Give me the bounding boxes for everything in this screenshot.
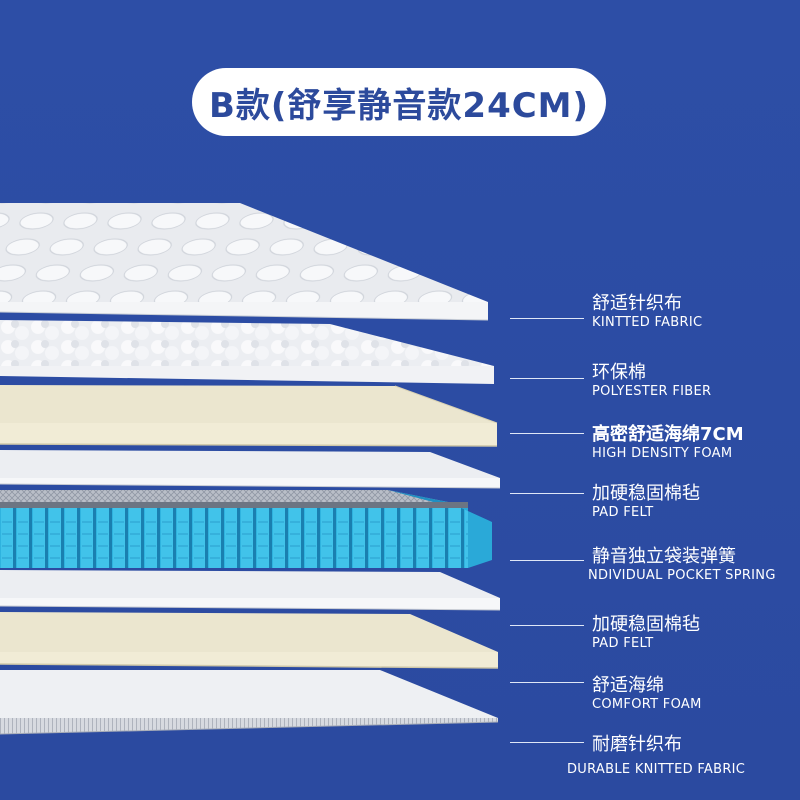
layer-name-cn: 舒适海绵 — [592, 675, 664, 696]
leader-line — [510, 433, 584, 434]
layer-name-en: COMFORT FOAM — [592, 697, 702, 712]
title-pill: B款(舒享静音款24CM) — [192, 68, 606, 136]
layer-name-en: DURABLE KNITTED FABRIC — [567, 762, 746, 777]
layer-name-en: PAD FELT — [592, 505, 654, 520]
layer-name-en: NDIVIDUAL POCKET SPRING — [588, 568, 776, 583]
layer-name-en: KINTTED FABRIC — [592, 315, 703, 330]
layer-pocket-spring — [0, 490, 492, 568]
layer-polyester-fiber — [0, 320, 494, 384]
leader-line — [510, 560, 584, 561]
leader-line — [510, 378, 584, 379]
leader-line — [510, 682, 584, 683]
layer-knitted-fabric — [0, 203, 489, 321]
layer-name-en: HIGH DENSITY FOAM — [592, 446, 733, 461]
layer-name-en: POLYESTER FIBER — [592, 384, 712, 399]
leader-line — [510, 318, 584, 319]
layer-durable-knitted-fabric — [0, 670, 499, 735]
layer-name-cn: 环保棉 — [592, 362, 646, 383]
layer-comfort-foam — [0, 612, 499, 669]
layer-pad-felt-upper — [0, 450, 501, 489]
page-title: B款(舒享静音款24CM) — [208, 85, 590, 126]
leader-line — [510, 493, 584, 494]
layer-pad-felt-lower — [0, 570, 501, 611]
leader-line — [510, 625, 584, 626]
layer-name-cn: 加硬稳固棉毡 — [592, 614, 700, 635]
layer-high-density-foam — [0, 385, 498, 447]
layer-name-cn: 耐磨针织布 — [592, 734, 682, 755]
layer-name-cn: 加硬稳固棉毡 — [592, 483, 700, 504]
layer-name-cn: 舒适针织布 — [592, 293, 682, 314]
layer-name-cn: 静音独立袋装弹簧 — [592, 546, 736, 567]
leader-line — [510, 742, 584, 743]
layer-name-en: PAD FELT — [592, 636, 654, 651]
layer-name-cn: 高密舒适海绵7CM — [592, 424, 744, 445]
